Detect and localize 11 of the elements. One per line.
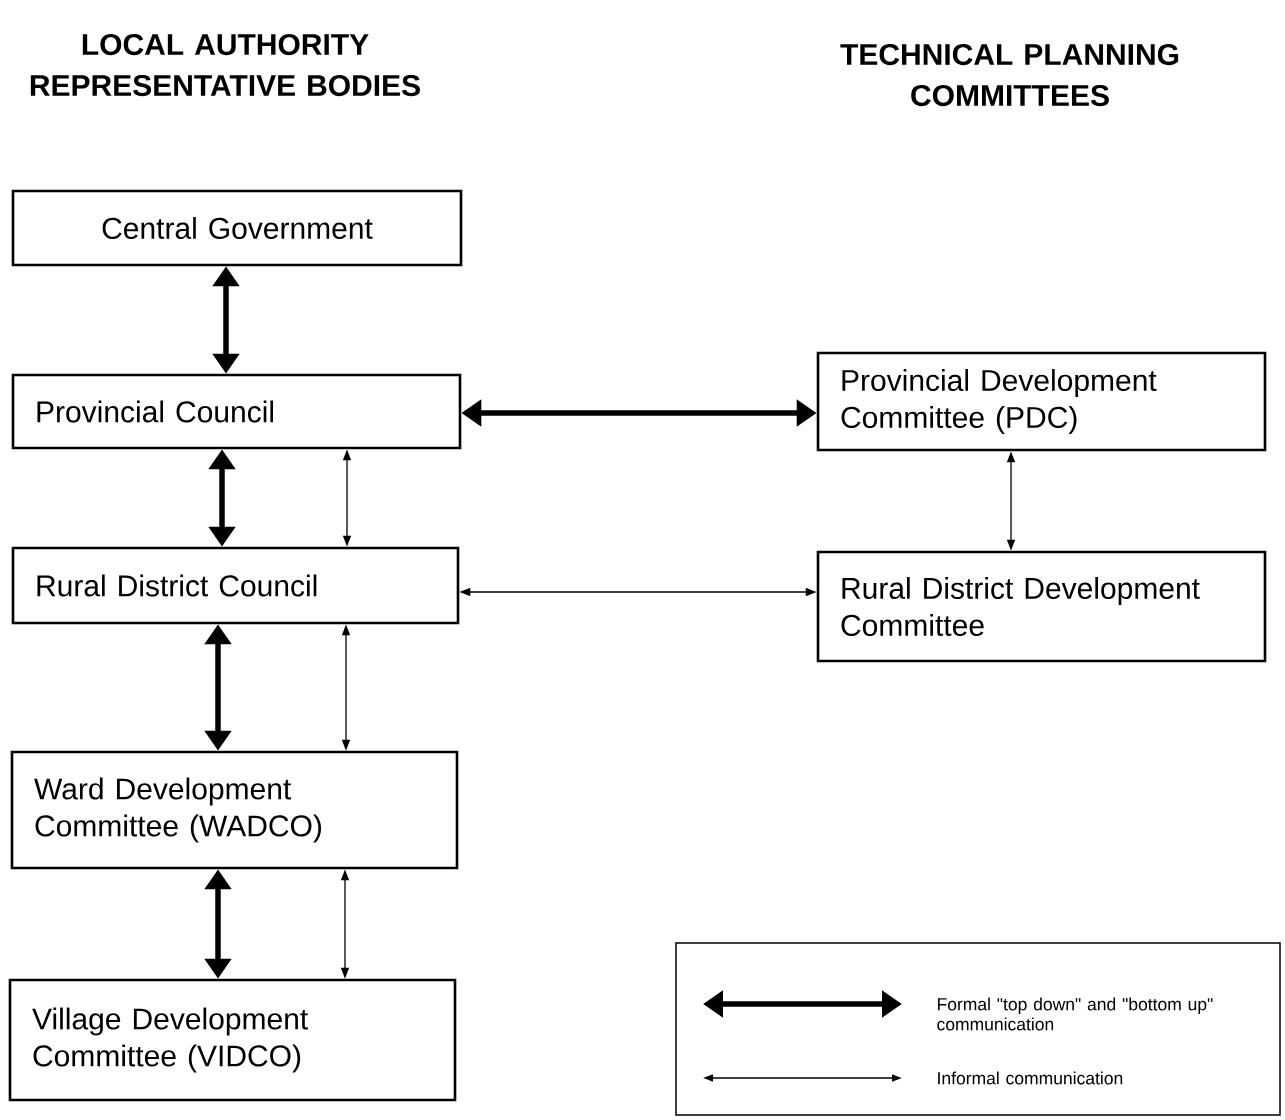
committee-box: Rural District Development Committee	[816, 550, 1267, 663]
committee-box: Central Government	[11, 189, 463, 267]
column-heading: TECHNICAL PLANNING COMMITTEES	[840, 43, 1179, 107]
column-heading: LOCAL AUTHORITY REPRESENTATIVE BODIES	[30, 33, 420, 97]
legend-text: Informal communication	[938, 1071, 1123, 1085]
committee-box: Provincial Council	[11, 373, 462, 450]
committee-box: Ward Development Committee (WADCO)	[10, 750, 459, 870]
committee-box: Rural District Council	[11, 546, 460, 625]
committee-box: Village Development Committee (VIDCO)	[8, 978, 457, 1102]
committee-box: Provincial Development Committee (PDC)	[816, 351, 1267, 452]
legend-text: Formal "top down" and "bottom up" communication	[937, 997, 1213, 1031]
